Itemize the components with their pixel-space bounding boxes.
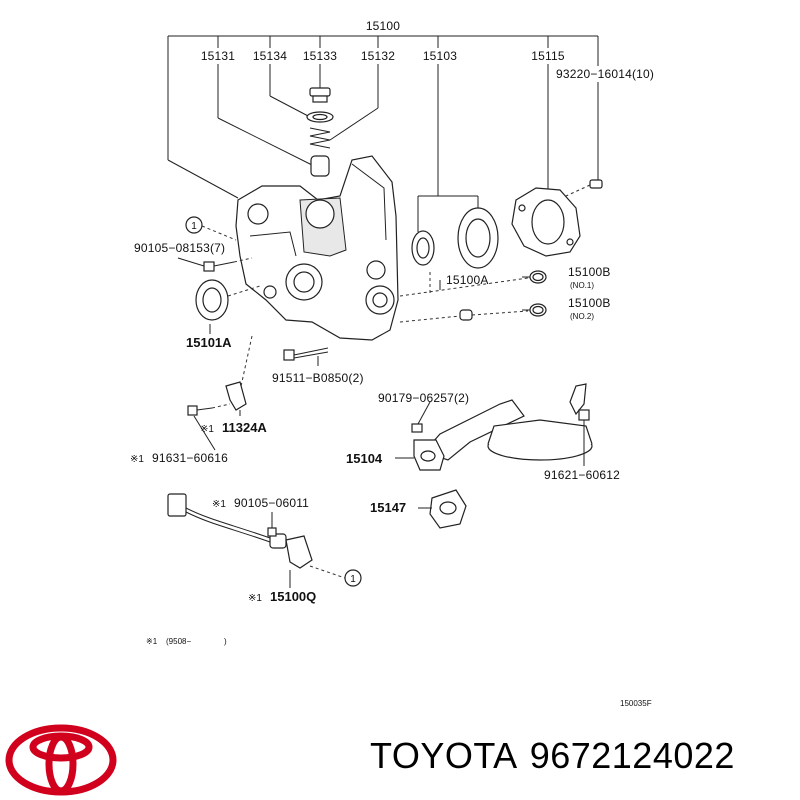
label-15100B-no2: 15100B — [568, 296, 611, 310]
label-15100Q: 15100Q — [270, 589, 316, 604]
pump-cover-15115 — [511, 187, 581, 257]
label-leaders — [193, 276, 585, 588]
label-15115: 15115 — [531, 49, 565, 63]
sensor-15100Q — [167, 493, 313, 569]
label-11324A-mark: ※1 — [200, 424, 214, 435]
label-15100A: 15100A — [446, 273, 489, 287]
label-15132: 15132 — [361, 49, 395, 63]
toyota-emblem-icon — [5, 724, 117, 796]
label-90105-08153: 90105−08153(7) — [134, 241, 225, 255]
callout-1-lower-label: 1 — [350, 574, 356, 585]
oil-pump-body — [235, 155, 399, 341]
brand-line: TOYOTA 9672124022 — [370, 735, 735, 777]
label-15100B-no1: 15100B — [568, 265, 611, 279]
label-15147: 15147 — [370, 500, 406, 515]
bolt-91511 — [237, 335, 329, 401]
label-no2: (NO.2) — [570, 312, 594, 321]
bolt-90105-08153 — [177, 257, 253, 272]
relief-valve-stack — [306, 87, 334, 177]
gasket-15147 — [429, 489, 467, 529]
label-15100: 15100 — [366, 19, 400, 33]
part-labels: 15100 15131 15134 15133 15132 15103 1511… — [130, 19, 654, 604]
brand-name: TOYOTA — [370, 735, 518, 776]
callout-1-upper: 1 — [185, 216, 237, 241]
label-15101A: 15101A — [186, 335, 232, 350]
part-number: 9672124022 — [529, 735, 735, 776]
bracket-11324A — [187, 381, 247, 416]
footnote-mark: ※1 — [146, 637, 158, 646]
footnote-text: (9508− — [166, 637, 191, 646]
label-91631-mark: ※1 — [130, 454, 144, 465]
label-15133: 15133 — [303, 49, 337, 63]
label-90105-06011: 90105−06011 — [234, 496, 309, 510]
label-no1: (NO.1) — [570, 281, 594, 290]
strainer-15104 — [411, 383, 593, 471]
label-15134: 15134 — [253, 49, 287, 63]
o-rings — [399, 270, 547, 323]
callout-1-upper-label: 1 — [191, 221, 197, 232]
oil-seal-15101A — [195, 279, 261, 321]
label-90179-06257: 90179−06257(2) — [378, 391, 469, 405]
pump-rotors — [411, 207, 499, 269]
label-91631-60616: 91631−60616 — [152, 451, 228, 465]
diagram-code: 150035F — [620, 699, 652, 708]
label-90105-06011-mark: ※1 — [212, 499, 226, 510]
label-91621-60612: 91621−60612 — [544, 468, 620, 482]
footnote: ※1 (9508− ) — [146, 637, 227, 646]
label-91511-b0850: 91511−B0850(2) — [272, 371, 364, 385]
label-11324A: 11324A — [222, 420, 267, 435]
label-15100Q-mark: ※1 — [248, 593, 262, 604]
screw-93220 — [565, 179, 603, 197]
leader-tree — [167, 35, 599, 232]
callout-1-lower: 1 — [309, 565, 362, 587]
label-93220-16014: 93220−16014(10) — [556, 67, 654, 81]
label-15104: 15104 — [346, 451, 383, 466]
footnote-close: ) — [224, 637, 227, 646]
label-15103: 15103 — [423, 49, 457, 63]
label-15131: 15131 — [201, 49, 235, 63]
